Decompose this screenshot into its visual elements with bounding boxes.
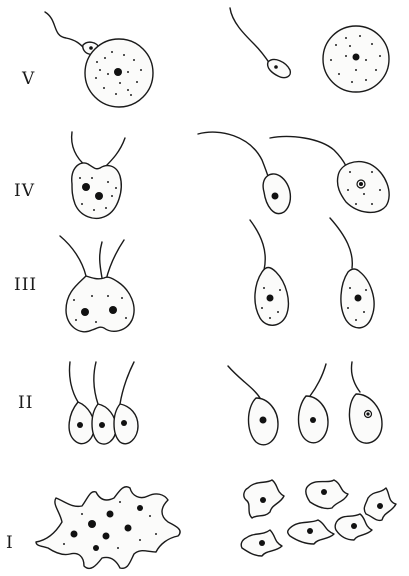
row-ii-left-triplet xyxy=(69,362,138,444)
row-ii-right-triplet xyxy=(228,362,382,445)
row-iii-right-pair xyxy=(250,218,374,328)
row-label-i: I xyxy=(6,533,14,553)
row-i-right-amoeboid-cells xyxy=(241,480,396,556)
row-label-iii: III xyxy=(14,275,37,295)
row-i-left-amoeboid-mass xyxy=(36,487,180,569)
row-v-left-sperm-and-egg xyxy=(45,12,153,107)
row-label-v: V xyxy=(21,69,35,89)
row-iii-left-joined-pair xyxy=(60,236,134,332)
row-iv-left-fusing-pair xyxy=(72,132,125,218)
row-v-right-sperm-and-egg xyxy=(230,8,389,92)
row-iv-right-pair xyxy=(198,132,389,213)
row-label-iv: IV xyxy=(14,181,35,201)
row-label-ii: II xyxy=(18,393,33,413)
